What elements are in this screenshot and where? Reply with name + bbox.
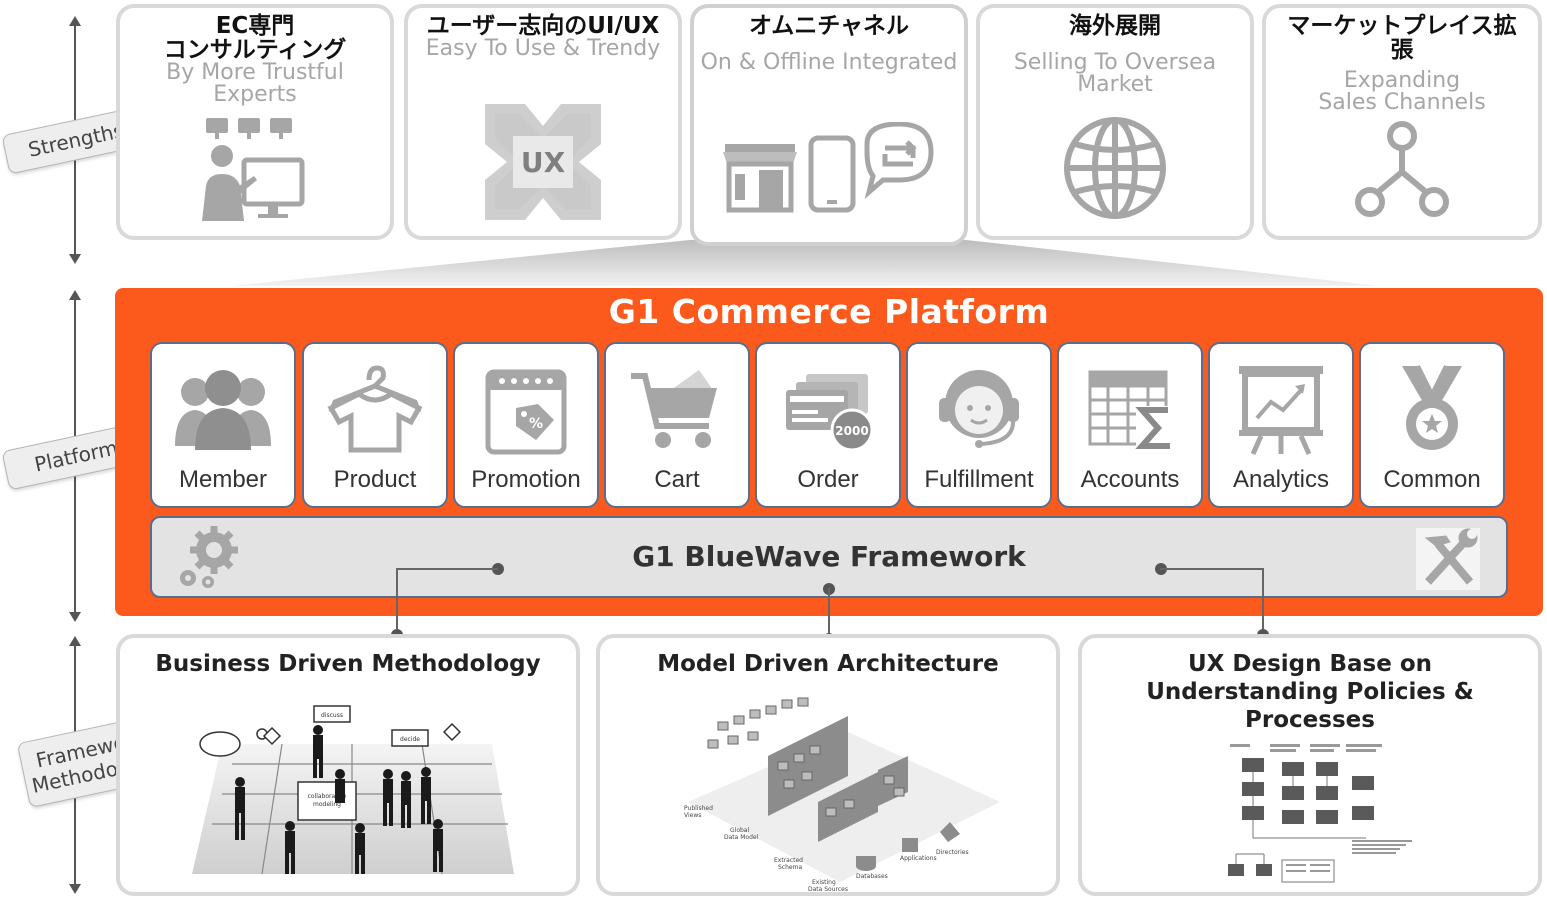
- connector-line: [828, 588, 830, 638]
- omnichannel-icon: [694, 122, 964, 222]
- methodology-card-ux-design: UX Design Base on Understanding Policies…: [1078, 634, 1542, 896]
- illustration-text: Data Sources: [808, 886, 848, 892]
- ux-icon: UX: [408, 104, 678, 220]
- ux-icon-text: UX: [521, 146, 566, 179]
- illustration-text: decide: [400, 736, 420, 743]
- platform-axis-arrow-down: [69, 612, 81, 622]
- methodology-title: UX Design Base on Understanding Policies…: [1146, 651, 1474, 733]
- platform-title: G1 Commerce Platform: [608, 292, 1050, 331]
- module-accounts[interactable]: Accounts: [1057, 342, 1203, 508]
- data-architecture-illustration: Published Views Global Data Model Extrac…: [678, 692, 1000, 896]
- illustration-text: Global: [730, 827, 749, 834]
- module-analytics[interactable]: Analytics: [1208, 342, 1354, 508]
- order-icon: 2000: [757, 360, 899, 460]
- strength-subtitle: By More Trustful Experts: [166, 60, 344, 107]
- module-member[interactable]: Member: [150, 342, 296, 508]
- module-product[interactable]: Product: [302, 342, 448, 508]
- strength-title: EC専門 コンサルティング: [163, 13, 347, 63]
- connector-dot: [492, 563, 504, 575]
- strength-card-marketplace: マーケットプレイス拡 張 Expanding Sales Channels: [1262, 4, 1542, 240]
- strength-card-consulting: EC専門 コンサルティング By More Trustful Experts: [116, 4, 394, 240]
- module-label: Accounts: [1080, 466, 1180, 493]
- framework-axis-arrow-down: [69, 884, 81, 894]
- order-badge: 2000: [835, 424, 868, 438]
- members-icon: [152, 360, 294, 460]
- module-fulfillment[interactable]: Fulfillment: [906, 342, 1052, 508]
- illustration-text: modeling: [313, 801, 341, 808]
- illustration-text: Data Model: [724, 834, 759, 841]
- focus-wedge: [230, 240, 1380, 286]
- platform-axis-arrow-up: [69, 290, 81, 300]
- module-order[interactable]: 2000 Order: [755, 342, 901, 508]
- module-label: Cart: [654, 466, 700, 493]
- illustration-text: Views: [684, 812, 701, 819]
- module-cart[interactable]: Cart: [604, 342, 750, 508]
- strength-subtitle: Selling To Oversea Market: [1013, 50, 1217, 97]
- process-flow-illustration: [1226, 742, 1426, 892]
- gears-icon: [176, 526, 246, 596]
- methodology-card-model: Model Driven Architecture: [596, 634, 1060, 896]
- framework-title: G1 BlueWave Framework: [632, 540, 1026, 573]
- strength-title: 海外展開: [1069, 13, 1161, 39]
- strength-card-overseas: 海外展開 Selling To Oversea Market: [976, 4, 1254, 240]
- svg-text:%: %: [529, 416, 543, 432]
- illustration-text: Existing: [812, 879, 836, 886]
- module-label: Promotion: [471, 466, 581, 493]
- methodology-title: Business Driven Methodology: [155, 651, 541, 677]
- strength-card-ux: ユーザー志向のUI/UX Easy To Use & Trendy UX: [404, 4, 682, 240]
- strength-title: オムニチャネル: [748, 13, 910, 39]
- consultant-icon: [120, 116, 390, 226]
- connector-line: [396, 568, 498, 570]
- module-promotion[interactable]: % Promotion: [453, 342, 599, 508]
- module-label: Common: [1383, 466, 1481, 493]
- strengths-axis-arrow-down: [69, 254, 81, 264]
- cart-icon: [606, 360, 748, 460]
- module-label: Product: [333, 466, 417, 493]
- tools-icon: [1416, 528, 1480, 594]
- collaborative-modeling-illustration: discuss decide collaborative modeling: [192, 704, 514, 878]
- illustration-text: Published: [684, 805, 713, 812]
- illustration-text: Directories: [936, 849, 969, 856]
- headset-icon: [908, 360, 1050, 460]
- network-icon: [1266, 120, 1538, 220]
- methodology-card-business: Business Driven Methodology: [116, 634, 580, 896]
- globe-icon: [980, 116, 1250, 220]
- strength-subtitle: Easy To Use & Trendy: [425, 36, 661, 61]
- connector-line: [1262, 568, 1264, 634]
- module-common[interactable]: Common: [1359, 342, 1505, 508]
- strengths-axis-arrow-up: [69, 16, 81, 26]
- spreadsheet-sum-icon: [1059, 360, 1201, 460]
- strength-subtitle: On & Offline Integrated: [700, 50, 958, 75]
- shirt-icon: [304, 360, 446, 460]
- framework-axis-arrow-up: [69, 636, 81, 646]
- module-label: Member: [178, 466, 268, 493]
- illustration-text: Extracted: [774, 857, 803, 864]
- module-label: Order: [797, 466, 859, 493]
- strength-subtitle: Expanding Sales Channels: [1318, 68, 1486, 115]
- medal-icon: [1361, 360, 1503, 460]
- promotion-calendar-icon: %: [455, 360, 597, 460]
- strength-title: ユーザー志向のUI/UX: [426, 13, 660, 39]
- illustration-text: Applications: [900, 855, 937, 862]
- illustration-text: Databases: [856, 873, 888, 880]
- module-label: Fulfillment: [924, 466, 1034, 493]
- methodology-title: Model Driven Architecture: [657, 651, 999, 677]
- connector-line: [396, 568, 398, 634]
- module-label: Analytics: [1232, 466, 1330, 493]
- illustration-text: Schema: [778, 864, 802, 871]
- illustration-text: collaborative: [308, 793, 347, 800]
- illustration-text: discuss: [321, 712, 343, 719]
- chart-board-icon: [1210, 360, 1352, 460]
- connector-line: [1160, 568, 1264, 570]
- strength-title: マーケットプレイス拡 張: [1287, 13, 1517, 63]
- strength-card-omnichannel: オムニチャネル On & Offline Integrated: [690, 4, 968, 246]
